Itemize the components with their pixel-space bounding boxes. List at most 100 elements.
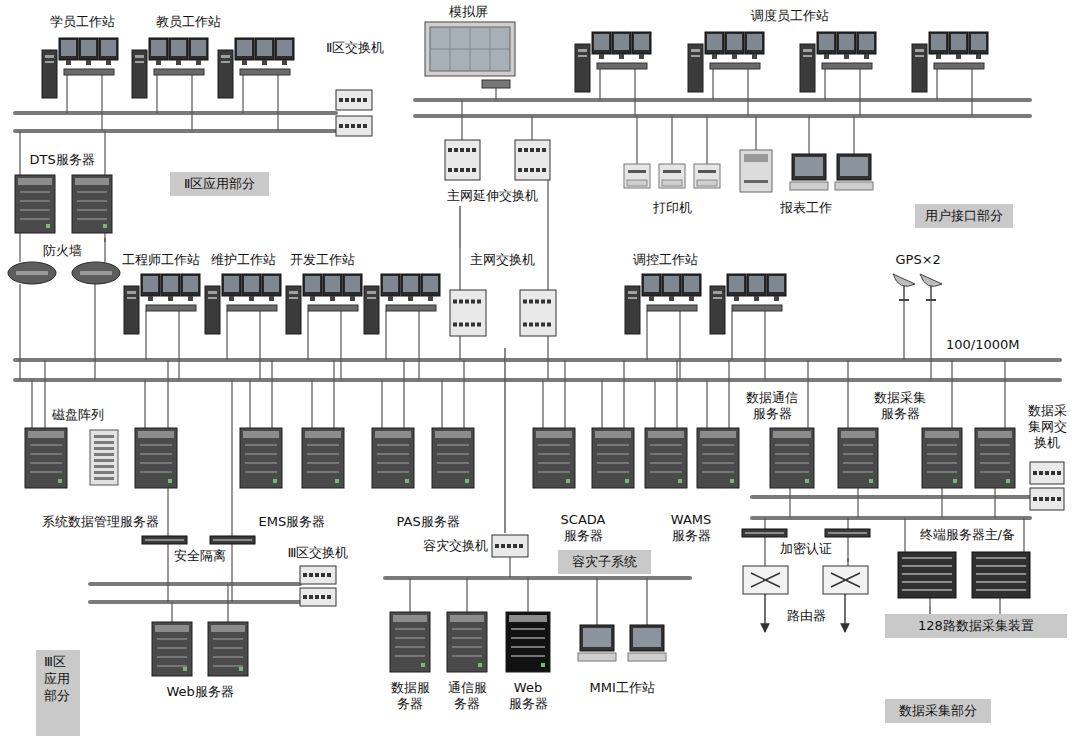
- device-icon: [372, 428, 414, 488]
- wire-line: [495, 88, 496, 100]
- wire-line: [418, 311, 419, 380]
- icon-part: [749, 276, 764, 292]
- device-label: 教员工作站: [155, 14, 222, 30]
- icon-part: [800, 44, 815, 92]
- icon-part: [466, 168, 470, 172]
- device-icon: [520, 290, 556, 336]
- icon-part: [183, 667, 187, 671]
- icon-part: [520, 290, 556, 336]
- icon-part: [323, 274, 342, 296]
- icon-part: [460, 168, 464, 172]
- device-label: 调控工作站: [632, 252, 699, 268]
- device-label: SCADA服务器: [558, 512, 608, 544]
- icon-part: [915, 49, 924, 52]
- icon-part: [1057, 471, 1061, 475]
- zone-label: 用户接口部分: [925, 207, 1003, 225]
- icon-part: [529, 300, 533, 304]
- icon-part: [831, 573, 860, 587]
- device-icon: [800, 32, 876, 92]
- icon-part: [541, 663, 545, 667]
- wire-line: [930, 300, 931, 380]
- wire-group: [20, 69, 1024, 625]
- icon-part: [275, 38, 294, 60]
- wire-line: [904, 518, 905, 552]
- icon-part: [94, 447, 114, 450]
- icon-part: [630, 625, 664, 651]
- device-icon: [218, 38, 294, 98]
- icon-part: [430, 49, 510, 50]
- device-group: 系统数据管理服务器: [38, 511, 164, 531]
- icon-part: [471, 300, 475, 304]
- wire-line: [623, 360, 624, 428]
- device-icon: [659, 164, 685, 188]
- wire-line: [459, 248, 460, 290]
- icon-part: [452, 628, 482, 630]
- icon-part: [752, 54, 757, 59]
- icon-part: [628, 170, 646, 173]
- device-icon: [688, 32, 764, 92]
- network-bus: [15, 111, 336, 115]
- icon-part: [405, 479, 409, 483]
- icon-part: [307, 444, 339, 446]
- icon-part: [303, 595, 307, 599]
- icon-part: [15, 175, 55, 233]
- wire-line: [531, 116, 532, 140]
- icon-part: [72, 262, 120, 284]
- icon-part: [377, 471, 409, 473]
- icon-part: [227, 305, 277, 311]
- icon-part: [437, 453, 469, 455]
- icon-part: [614, 34, 629, 50]
- device-icon: [838, 428, 878, 488]
- wire-line: [403, 360, 404, 428]
- icon-part: [697, 428, 739, 488]
- icon-part: [345, 98, 349, 102]
- icon-part: [482, 80, 510, 88]
- icon-part: [345, 124, 349, 128]
- icon-part: [747, 34, 762, 50]
- wire-line: [191, 75, 192, 131]
- device-label: Web服务器: [507, 680, 549, 712]
- icon-part: [94, 453, 114, 456]
- icon-part: [1057, 497, 1061, 501]
- wire-line: [634, 69, 635, 116]
- icon-part: [980, 453, 1010, 455]
- icon-part: [367, 297, 376, 299]
- icon-part: [325, 276, 340, 292]
- device-icon: [743, 566, 788, 594]
- icon-part: [1051, 497, 1055, 501]
- icon-part: [135, 55, 144, 58]
- icon-part: [628, 653, 666, 661]
- icon-part: [188, 296, 193, 301]
- device-icon: [205, 274, 281, 334]
- wire-line: [564, 360, 565, 428]
- icon-part: [902, 565, 952, 567]
- device-icon: [578, 625, 616, 661]
- icon-part: [222, 274, 241, 296]
- icon-part: [245, 453, 277, 455]
- icon-part: [697, 180, 717, 186]
- icon-part: [149, 38, 168, 60]
- icon-part: [803, 49, 812, 52]
- icon-part: [450, 615, 484, 622]
- icon-part: [388, 296, 393, 301]
- icon-part: [578, 49, 587, 52]
- wire-line: [636, 116, 637, 164]
- icon-part: [437, 471, 469, 473]
- icon-part: [305, 431, 341, 438]
- icon-part: [769, 276, 784, 292]
- wire-line: [764, 518, 765, 529]
- icon-part: [694, 164, 720, 188]
- icon-part: [1039, 471, 1043, 475]
- network-bus: [15, 378, 1060, 382]
- icon-part: [751, 573, 780, 587]
- icon-part: [141, 274, 160, 296]
- icon-part: [840, 157, 868, 176]
- icon-part: [101, 40, 116, 56]
- icon-part: [1030, 462, 1064, 484]
- icon-part: [702, 444, 734, 446]
- icon-part: [205, 286, 220, 334]
- icon-part: [538, 471, 570, 473]
- icon-part: [775, 453, 809, 455]
- icon-part: [978, 431, 1012, 438]
- icon-part: [915, 55, 924, 57]
